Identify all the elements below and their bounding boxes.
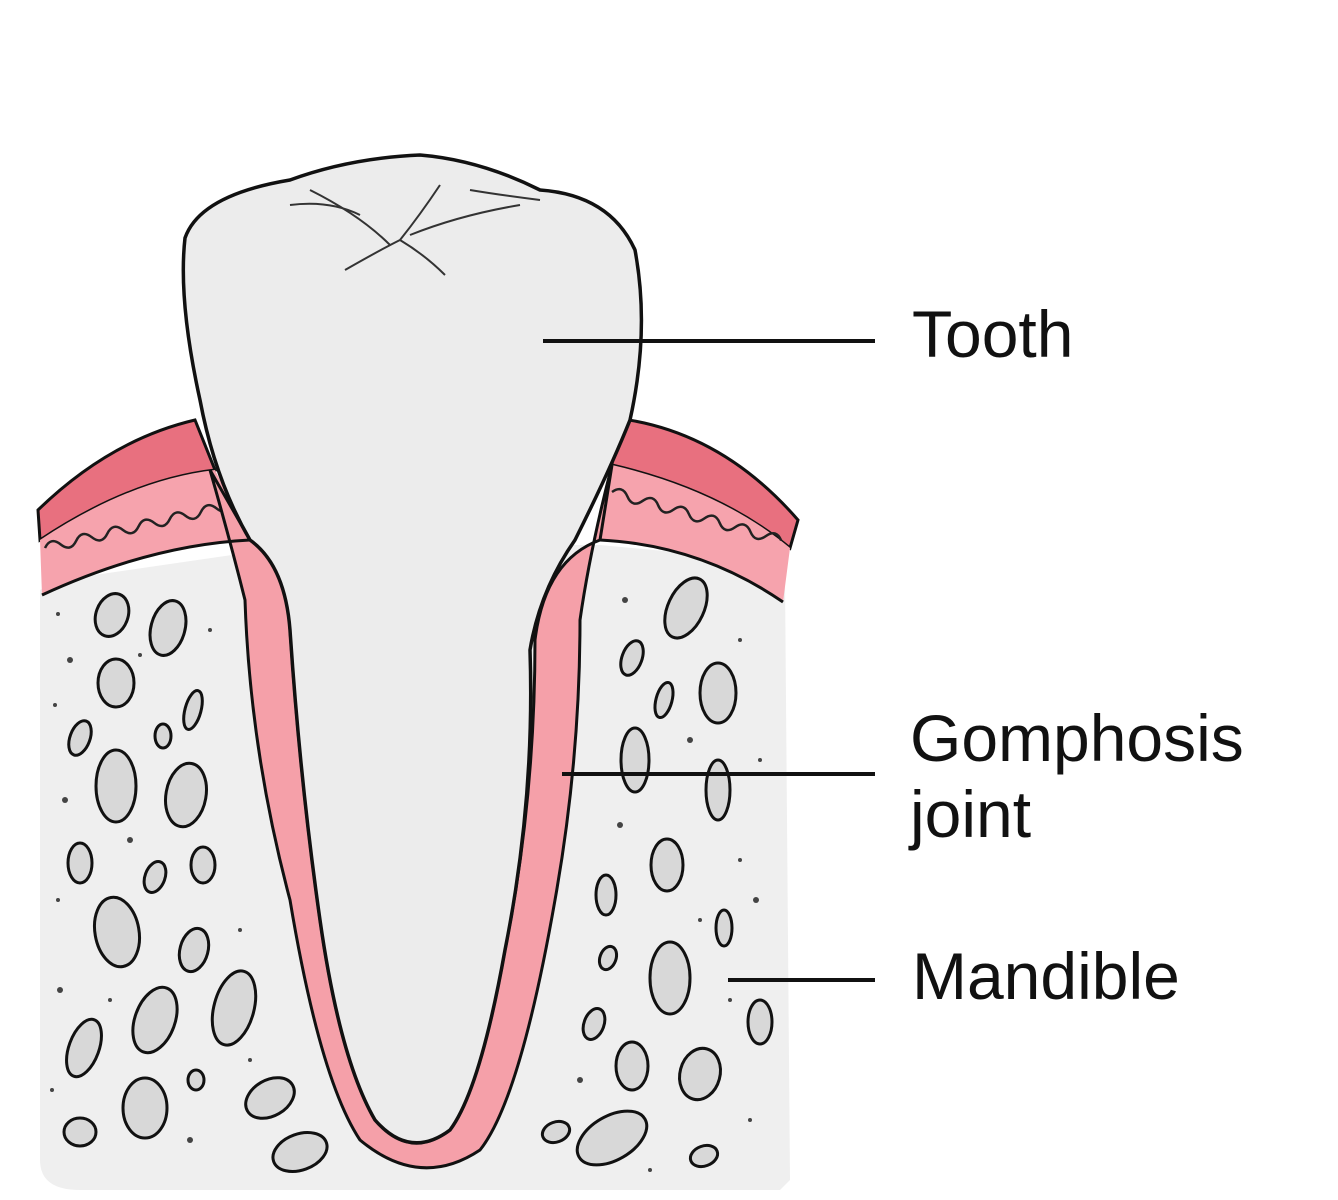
bone-trabeculae [62, 592, 329, 1173]
label-gomphosis-line2: joint [910, 777, 1032, 851]
bone-trabeculae-right [540, 576, 774, 1169]
label-gomphosis-line1: Gomphosis [910, 701, 1244, 775]
label-gomphosis-joint: Gomphosis joint [910, 700, 1244, 852]
gum-inner-band-left [40, 470, 250, 595]
tooth-shape [181, 153, 644, 1145]
crown-fissures [289, 184, 541, 276]
bone-socket-outline-right [599, 538, 784, 604]
label-mandible-text: Mandible [912, 939, 1180, 1013]
bone-socket-outline [41, 538, 251, 597]
label-tooth: Tooth [912, 296, 1073, 372]
gum-wavy-line-right [611, 487, 783, 542]
label-tooth-text: Tooth [912, 297, 1074, 371]
bone-specks [50, 597, 762, 1172]
gum-wavy-line-left [43, 503, 234, 549]
label-mandible: Mandible [912, 938, 1180, 1014]
